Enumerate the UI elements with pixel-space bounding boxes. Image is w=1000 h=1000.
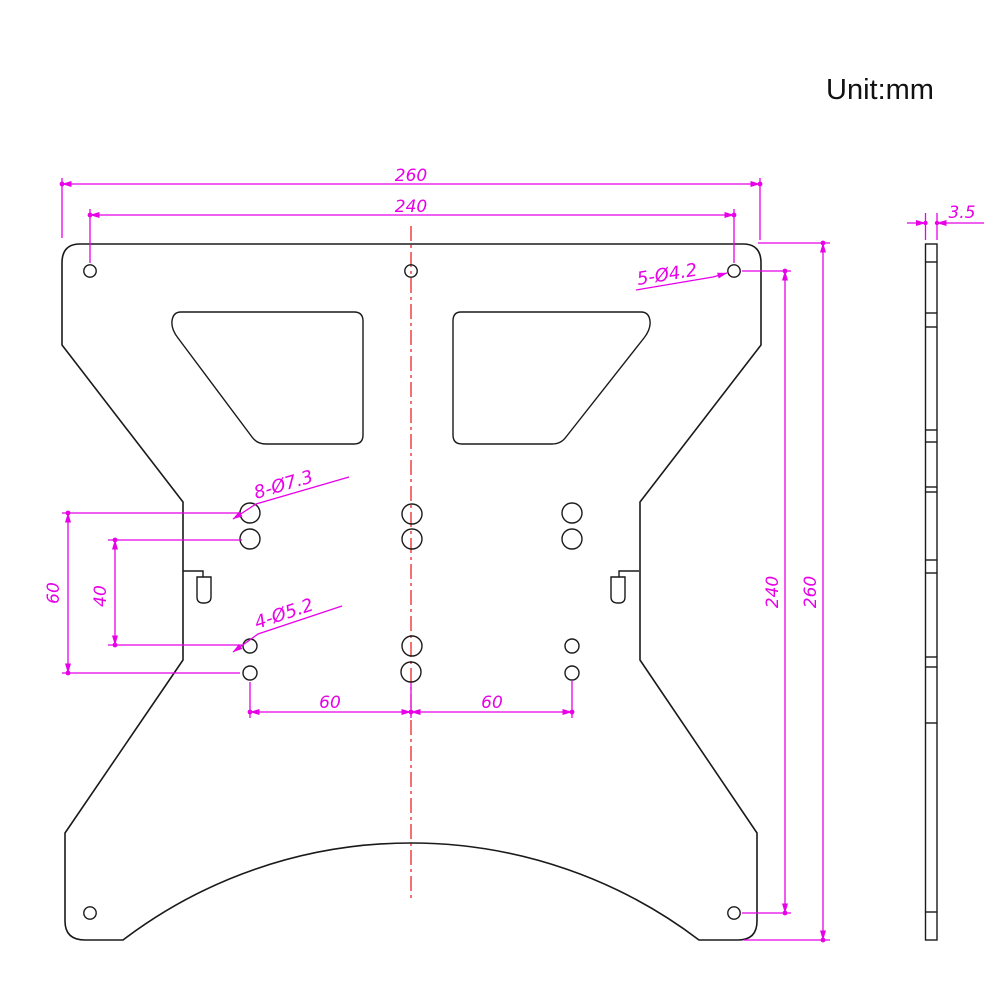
large-mount-holes bbox=[239, 502, 583, 683]
callout-label-small-holes: 4-Ø5.2 bbox=[252, 595, 316, 634]
dim-label-bottom-right: 60 bbox=[481, 693, 503, 713]
dim-left-inner: 40 bbox=[91, 537, 242, 648]
hole-corner-top-left bbox=[83, 264, 97, 278]
callout-corner-holes: 5-Ø4.2 bbox=[635, 260, 728, 291]
callout-label-corner-holes: 5-Ø4.2 bbox=[635, 260, 698, 290]
hook-slot-right bbox=[610, 570, 639, 604]
dim-right-outer: 260 bbox=[744, 240, 830, 943]
hole-large bbox=[400, 661, 422, 683]
side-profile bbox=[924, 243, 938, 941]
hole-corner-bottom-right bbox=[727, 906, 741, 920]
hole-corner-bottom-left bbox=[83, 906, 97, 920]
cutout-left bbox=[171, 311, 364, 445]
cutout-right bbox=[452, 311, 651, 445]
dim-label-right-inner: 240 bbox=[763, 576, 783, 608]
dim-top-outer: 260 bbox=[59, 166, 763, 240]
hole-top-center bbox=[404, 264, 418, 278]
dim-label-right-outer: 260 bbox=[801, 576, 821, 608]
hole-small bbox=[564, 638, 580, 654]
unit-label: Unit:mm bbox=[826, 74, 934, 106]
hole-large bbox=[239, 528, 261, 550]
hole-large bbox=[561, 528, 583, 550]
dim-top-inner: 240 bbox=[87, 197, 737, 263]
hole-small bbox=[242, 638, 258, 654]
plate-outline bbox=[61, 243, 762, 941]
callout-small-holes: 4-Ø5.2 bbox=[232, 595, 343, 653]
dim-label-left-inner: 40 bbox=[91, 585, 111, 607]
dim-label-top-inner: 240 bbox=[395, 197, 427, 217]
dim-thickness: 3.5 bbox=[907, 203, 984, 240]
hole-large bbox=[401, 635, 423, 657]
dim-label-bottom-left: 60 bbox=[319, 693, 341, 713]
dim-label-thickness: 3.5 bbox=[948, 203, 975, 223]
hole-large bbox=[401, 528, 423, 550]
dim-left-outer: 60 bbox=[44, 510, 240, 676]
dim-label-top-outer: 260 bbox=[395, 166, 427, 186]
side-profile-feature-lines bbox=[925, 261, 937, 913]
callout-label-large-holes: 8-Ø7.3 bbox=[251, 466, 315, 503]
side-view: 3.5 bbox=[907, 203, 984, 941]
front-view: 260 240 60 40 bbox=[44, 166, 830, 943]
dim-label-left-outer: 60 bbox=[44, 582, 64, 604]
callout-large-holes: 8-Ø7.3 bbox=[232, 466, 350, 520]
dim-right-inner: 240 bbox=[742, 268, 791, 916]
dim-bottom: 60 60 bbox=[247, 681, 575, 718]
hook-slot-left bbox=[183, 570, 212, 604]
hole-small bbox=[564, 665, 580, 681]
hole-corner-top-right bbox=[727, 264, 741, 278]
hole-large bbox=[401, 503, 423, 525]
small-mount-holes bbox=[242, 638, 580, 681]
corner-holes bbox=[83, 264, 741, 920]
hole-small bbox=[242, 665, 258, 681]
hole-large bbox=[561, 502, 583, 524]
